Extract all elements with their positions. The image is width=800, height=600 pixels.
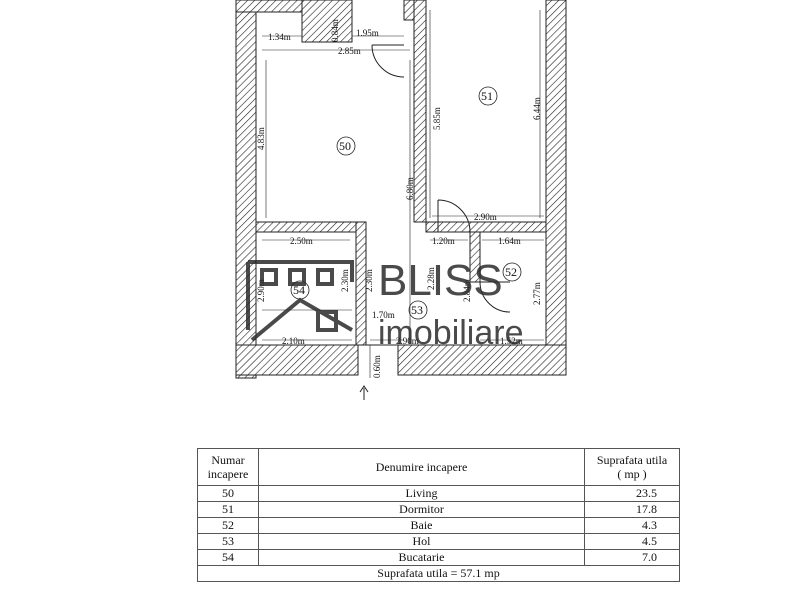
dim-label: 2.50m xyxy=(290,236,313,246)
dim-label: 2.84m xyxy=(462,279,472,302)
dim-label: 1.34m xyxy=(268,32,291,42)
table-row: 50 Living 23.5 xyxy=(197,485,680,502)
cell-number: 52 xyxy=(197,517,259,534)
cell-number: 54 xyxy=(197,549,259,566)
wall-bath-left xyxy=(469,231,481,283)
wall-kitchen-hall xyxy=(355,221,367,346)
watermark-brand-tagline: imobiliare xyxy=(378,314,524,352)
wall-top-notch xyxy=(301,0,353,43)
cell-number: 53 xyxy=(197,533,259,550)
table-row: 51 Dormitor 17.8 xyxy=(197,501,680,518)
wall-bedroom-bottom xyxy=(425,221,547,233)
dim-label: 0.84m xyxy=(330,19,340,42)
dim-label: 1.70m xyxy=(372,310,395,320)
dim-label: 2.10m xyxy=(282,336,305,346)
inner-outline xyxy=(255,0,547,346)
dim-label: 2.90m xyxy=(474,212,497,222)
table-header-row: Numar incapere Denumire incapere Suprafa… xyxy=(197,448,680,486)
rooms-table: Numar incapere Denumire incapere Suprafa… xyxy=(197,448,680,582)
table-row: 52 Baie 4.3 xyxy=(197,517,680,534)
cell-name: Dormitor xyxy=(258,501,585,518)
dim-label: 0.60m xyxy=(372,355,382,378)
cell-name: Hol xyxy=(258,533,585,550)
dim-label: 2.90m xyxy=(256,279,266,302)
dim-label: 2.30m xyxy=(340,269,350,292)
floor-plan: 1.34m 0.84m 1.95m 2.85m 4.83m 6.80m 5.85… xyxy=(235,0,567,400)
room-number-53: 53 xyxy=(411,303,423,317)
dim-label: 1.52m xyxy=(500,336,523,346)
dim-label: 1.20m xyxy=(432,236,455,246)
cell-area: 4.3 xyxy=(584,517,680,534)
door-bath xyxy=(479,281,511,313)
room-number-52: 52 xyxy=(505,265,517,279)
room-number-50: 50 xyxy=(339,139,351,153)
room-number-54: 54 xyxy=(293,283,305,297)
wall-top-center xyxy=(403,0,415,21)
watermark-logo-icon xyxy=(246,260,354,342)
wall-living-kitchen xyxy=(255,221,357,233)
dim-label: 6.44m xyxy=(532,97,542,120)
room-number-51: 51 xyxy=(481,89,493,103)
table-row: 53 Hol 4.5 xyxy=(197,533,680,550)
entrance-arrow-icon xyxy=(359,385,369,400)
cell-area: 4.5 xyxy=(584,533,680,550)
cell-area: 17.8 xyxy=(584,501,680,518)
dim-label: 2.28m xyxy=(426,267,436,290)
cell-number: 51 xyxy=(197,501,259,518)
cell-area: 7.0 xyxy=(584,549,680,566)
dimension-labels: 1.34m 0.84m 1.95m 2.85m 4.83m 6.80m 5.85… xyxy=(256,19,542,378)
dim-label: 2.85m xyxy=(338,46,361,56)
table-total-row: Suprafata utila = 57.1 mp xyxy=(197,565,680,582)
header-number: Numar incapere xyxy=(197,448,259,486)
wall-right xyxy=(545,0,567,346)
total-area: Suprafata utila = 57.1 mp xyxy=(197,565,680,582)
cell-name: Baie xyxy=(258,517,585,534)
header-area: Suprafata utila ( mp ) xyxy=(584,448,680,486)
dim-label: 2.77m xyxy=(532,282,542,305)
header-name: Denumire incapere xyxy=(258,448,585,486)
wall-bottom-left xyxy=(235,344,359,376)
wall-center xyxy=(413,0,427,223)
dim-label: 2.90m xyxy=(396,336,419,346)
watermark: BLISS imobiliare xyxy=(246,256,524,352)
dimension-lines xyxy=(262,10,544,378)
walls xyxy=(235,0,567,379)
table-row: 54 Bucatarie 7.0 xyxy=(197,549,680,566)
cell-name: Bucatarie xyxy=(258,549,585,566)
cell-name: Living xyxy=(258,485,585,502)
dim-label: 1.95m xyxy=(356,28,379,38)
dim-label: 2.30m xyxy=(364,269,374,292)
dim-label: 4.83m xyxy=(256,127,266,150)
doors xyxy=(366,44,511,346)
dim-label: 1.64m xyxy=(498,236,521,246)
cell-area: 23.5 xyxy=(584,485,680,502)
dim-label: 5.85m xyxy=(432,107,442,130)
wall-bottom-right xyxy=(397,344,567,376)
watermark-brand-name: BLISS xyxy=(378,256,503,305)
dim-label: 6.80m xyxy=(405,177,415,200)
cell-number: 50 xyxy=(197,485,259,502)
